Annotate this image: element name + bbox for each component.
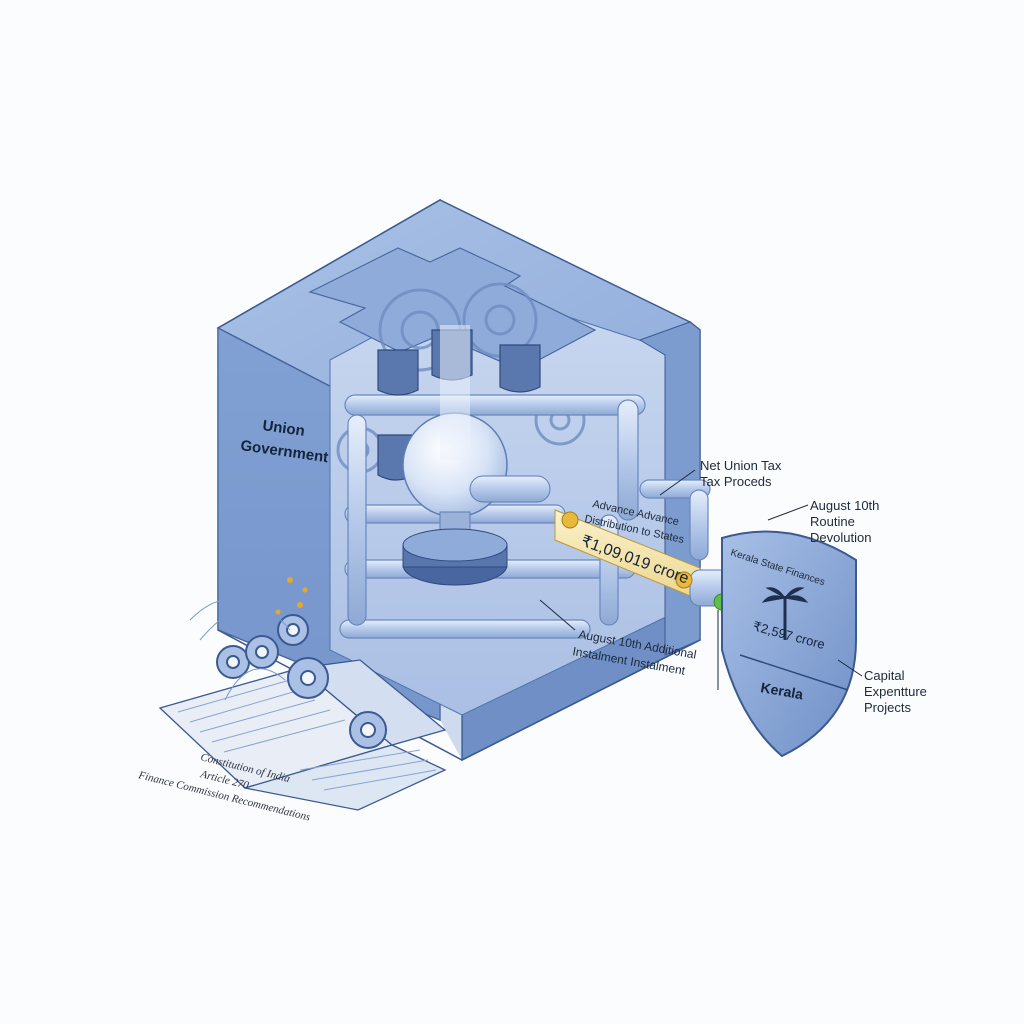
- label-aug10-routine-3: Devolution: [810, 530, 871, 545]
- label-aug10-routine-1: August 10th: [810, 498, 879, 513]
- label-net-union-tax-1: Net Union Tax: [700, 458, 782, 473]
- open-book-icon: [158, 659, 447, 811]
- gear-icon: [216, 614, 387, 749]
- label-capital-3: Projects: [864, 700, 911, 715]
- gold-coin-2: [675, 571, 693, 589]
- label-union-government-1: Union: [261, 417, 305, 440]
- kerala-shield: [721, 530, 857, 758]
- label-aug10-routine-2: Routine: [810, 514, 855, 529]
- swirl-lines: [189, 545, 296, 701]
- label-capital-1: Capital: [864, 668, 905, 683]
- palm-tree-icon: [761, 587, 809, 640]
- leader-lines: [539, 469, 863, 690]
- gold-coin-1: [561, 511, 579, 529]
- gold-sparks: [275, 577, 308, 615]
- label-kerala: Kerala: [759, 679, 804, 702]
- light-bulb-icon: [402, 325, 508, 586]
- label-capital-2: Expentture: [864, 684, 927, 699]
- label-net-union-tax-2: Tax Proceds: [700, 474, 772, 489]
